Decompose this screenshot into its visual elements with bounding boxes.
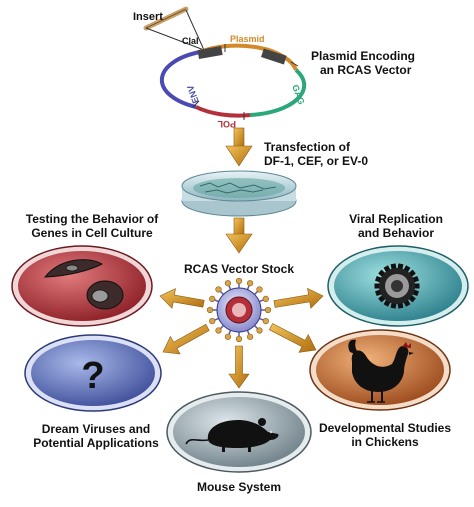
plasmid-segment-label: Plasmid — [230, 34, 265, 44]
radial-arrows — [159, 287, 324, 389]
cell-culture-title-line2: Genes in Cell Culture — [31, 226, 153, 240]
cell-icon — [43, 259, 124, 310]
insert-pointer — [185, 9, 205, 51]
virion-spike-tip — [235, 277, 243, 285]
pol-segment-label: POL — [217, 119, 236, 129]
dream-oval: ? — [24, 334, 162, 412]
chickens-title-line1: Developmental Studies — [318, 421, 452, 435]
cell-culture-title-line1: Testing the Behavior of — [25, 212, 159, 226]
virion-spike-tip — [256, 327, 263, 334]
virion-spike-tip — [209, 295, 216, 303]
ltr-box — [261, 48, 287, 65]
virion-spike-tip — [209, 317, 216, 325]
plasmid-caption-line1: Plasmid Encoding — [311, 49, 416, 63]
plasmid-map: Insert ClaI Plasmid GAG POL ENV — [133, 6, 307, 129]
cell-culture-oval — [11, 245, 153, 327]
arrow-plasmid-to-dish — [225, 127, 253, 167]
clai-site-label: ClaI — [182, 36, 199, 46]
chickens-title-line2: in Chickens — [351, 435, 419, 449]
virion-spike-tip — [224, 333, 232, 340]
env-segment-label: ENV — [185, 84, 201, 105]
virus-icon — [374, 263, 420, 309]
arrow-to-mouse — [228, 345, 250, 389]
insert-label: Insert — [133, 11, 163, 23]
rcas-stock-label: RCAS Vector Stock — [183, 262, 295, 276]
gag-segment — [249, 68, 307, 117]
virion-spike-tip — [206, 306, 214, 314]
virion-spike-tip — [246, 280, 254, 287]
viral-title-line1: Viral Replication — [349, 212, 443, 226]
virion-spike-tip — [224, 280, 232, 287]
arrow-to-chickens — [268, 323, 317, 353]
virion-spike-tip — [215, 286, 222, 293]
viral-title-line2: and Behavior — [357, 226, 435, 240]
viral-oval — [327, 245, 469, 327]
petri-dish-icon — [181, 170, 297, 217]
arrow-to-dream — [162, 323, 210, 355]
mouse-icon — [185, 418, 279, 452]
question-mark-icon: ? — [81, 355, 104, 397]
transfection-line2: DF-1, CEF, or EV-0 — [264, 154, 369, 168]
mouse-title: Mouse System — [196, 480, 282, 494]
virion-spike-tip — [264, 306, 272, 314]
plasmid-caption-line2: an RCAS Vector — [320, 63, 412, 77]
env-segment — [159, 50, 201, 109]
pol-segment — [195, 105, 251, 118]
virion-spike-tip — [256, 286, 263, 293]
virion-spike-tip — [246, 333, 254, 340]
mouse-oval — [166, 391, 312, 473]
virion-icon — [206, 277, 272, 343]
arrow-to-viral — [273, 287, 324, 309]
chicken-icon — [348, 339, 414, 403]
ltr-box — [197, 45, 223, 60]
virion-spike-tip — [262, 317, 269, 325]
dream-title-line2: Potential Applications — [33, 436, 159, 450]
chickens-oval — [309, 329, 451, 411]
virion-spike-tip — [262, 295, 269, 303]
arrow-to-cell-culture — [159, 288, 205, 309]
virion-spike-tip — [215, 327, 222, 334]
transfection-line1: Transfection of — [264, 140, 351, 154]
dream-title-line1: Dream Viruses and — [41, 422, 151, 436]
virion-spike-tip — [235, 335, 243, 343]
arrow-dish-to-stock — [225, 217, 253, 254]
